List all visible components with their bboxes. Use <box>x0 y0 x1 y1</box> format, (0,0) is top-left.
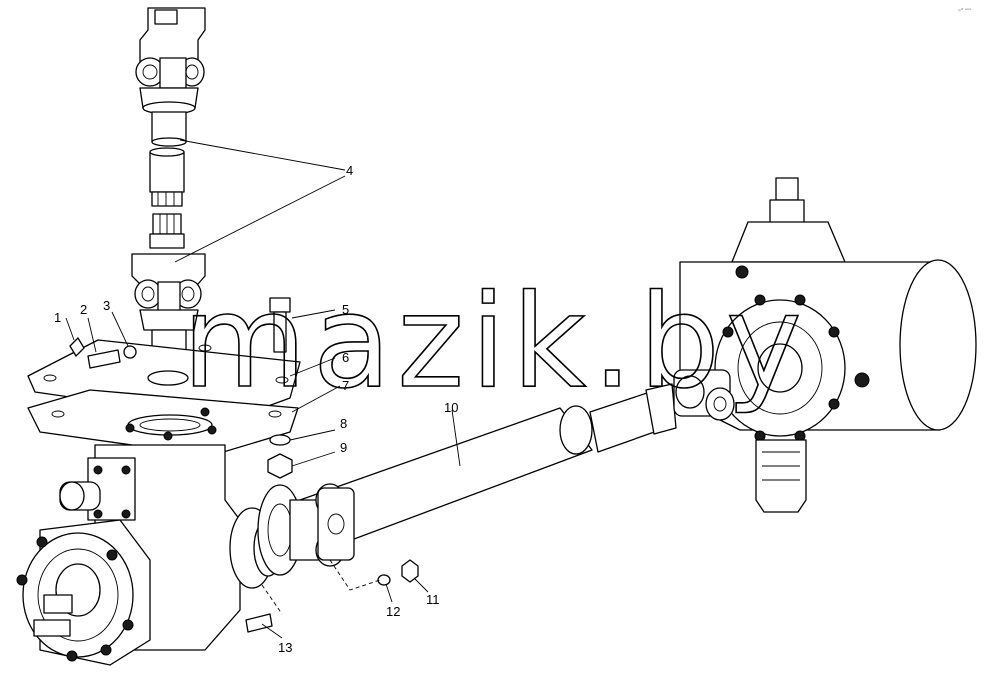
nut-11 <box>401 559 419 583</box>
washer-12 <box>377 574 391 586</box>
callout-4: 4 <box>346 163 353 178</box>
callout-9: 9 <box>340 440 347 455</box>
splined-sleeve <box>149 147 185 207</box>
gasket <box>27 389 299 457</box>
callout-1: 1 <box>54 310 61 325</box>
fasteners <box>69 297 419 633</box>
gearbox-housing <box>16 444 283 666</box>
callout-8: 8 <box>340 416 347 431</box>
washer-8 <box>269 434 291 446</box>
callout-2: 2 <box>80 302 87 317</box>
leader-lines <box>65 139 461 639</box>
callout-3: 3 <box>103 298 110 313</box>
callout-13: 13 <box>278 640 292 655</box>
callout-7: 7 <box>342 378 349 393</box>
washer-3 <box>123 345 137 359</box>
callout-11: 11 <box>426 592 440 607</box>
upper-cardan-joint <box>135 7 206 147</box>
corner-mark: ⸰° ᵒᵒᵒ <box>958 8 971 14</box>
intermediate-cardan-shaft <box>257 383 677 576</box>
watermark-text: mazik.by <box>182 268 808 417</box>
washer-1 <box>69 337 85 357</box>
nut-9 <box>267 453 293 479</box>
callout-labels: 1 2 3 4 5 6 7 8 9 10 11 12 13 <box>54 163 458 655</box>
callout-12: 12 <box>386 604 400 619</box>
bolt-13 <box>245 613 273 633</box>
callout-6: 6 <box>342 350 349 365</box>
bolt-2 <box>87 349 121 369</box>
callout-5: 5 <box>342 302 349 317</box>
steering-gear <box>673 177 977 513</box>
callout-10: 10 <box>444 400 458 415</box>
